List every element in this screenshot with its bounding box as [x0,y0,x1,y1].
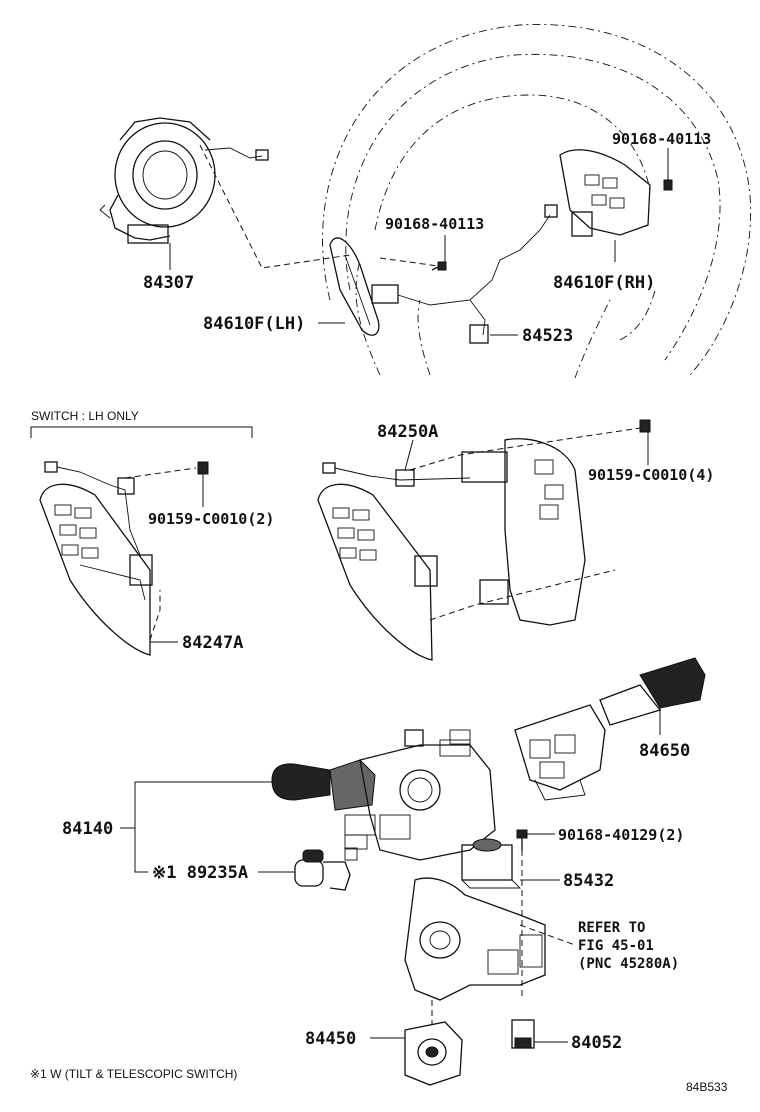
ignition-switch-84450 [370,1000,463,1086]
label-90168-40113-center: 90168-40113 [385,215,484,233]
screw-90168-40113-center [379,235,447,271]
label-84450: 84450 [305,1029,356,1049]
switch-pad-rh-on-wheel [559,148,673,262]
label-90159-c0010-4: 90159-C0010(4) [588,466,714,484]
label-90168-40113-rh: 90168-40113 [612,130,711,148]
label-84523: 84523 [522,326,573,346]
label-84650: 84650 [639,741,690,761]
label-switch-lh-only: SWITCH : LH ONLY [31,409,139,423]
switch-pad-lh-on-wheel [329,237,399,336]
label-fig-45-01: FIG 45-01 [578,938,654,954]
switch-assembly-84247a [39,461,209,656]
spiral-cable-84307 [99,117,269,270]
wire-harness-84523 [397,204,558,344]
label-84610f-lh: 84610F(LH) [203,314,305,334]
warning-switch-84052 [511,1019,568,1049]
switch-assembly-84250a [317,419,651,661]
steering-wheel [322,24,752,379]
sensor-89235a [258,847,358,891]
label-90168-40129-2: 90168-40129(2) [558,826,684,844]
screw-90168-40129 [516,829,555,1000]
label-90159-c0010-2: 90159-C0010(2) [148,510,274,528]
label-85432: 85432 [563,871,614,891]
label-84250a: 84250A [377,422,438,442]
label-84610f-rh: 84610F(RH) [553,273,655,293]
label-84052: 84052 [571,1033,622,1053]
label-84307: 84307 [143,273,194,293]
steering-column-lock-assembly [404,877,576,1001]
label-84247a: 84247A [182,633,243,653]
wiper-switch-84650 [514,657,706,801]
amplifier-85432 [461,838,560,889]
footnote-tilt-telescopic: ※1 W (TILT & TELESCOPIC SWITCH) [30,1067,237,1081]
label-refer-to: REFER TO [578,920,645,936]
figure-code: 84B533 [686,1080,728,1094]
label-89235a: ※1 89235A [152,863,248,883]
label-pnc-45280a: (PNC 45280A) [578,956,679,972]
label-84140: 84140 [62,819,113,839]
headlamp-switch-84140 [120,729,496,873]
